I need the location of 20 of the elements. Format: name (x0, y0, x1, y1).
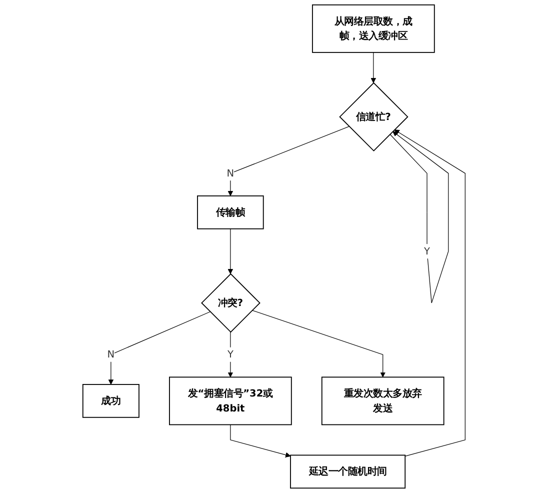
node-box: 延迟一个随机时间 (290, 454, 406, 489)
arrow (390, 131, 450, 304)
node-box: 发“拥塞信号”32或48bit (169, 376, 292, 426)
arrow (108, 311, 211, 385)
arrow (228, 228, 234, 274)
arrow (252, 310, 386, 378)
arrow (228, 126, 350, 196)
edge-label: N (227, 167, 235, 179)
edge-label: N (108, 348, 116, 360)
node-box: 成功 (82, 384, 140, 418)
node-diamond: 冲突? (202, 273, 261, 333)
node-box: 传输帧 (198, 195, 264, 230)
node-box: 从网络层取数，成帧，送入缓冲区 (312, 4, 436, 53)
node-box: 重发次数太多放弃发送 (322, 376, 445, 426)
arrow (371, 52, 377, 84)
edge-label: Y (228, 348, 234, 360)
node-diamond: 信道忙? (340, 82, 409, 152)
arrow (394, 130, 466, 456)
arrow (230, 424, 292, 458)
edge-label: Y (424, 245, 430, 257)
